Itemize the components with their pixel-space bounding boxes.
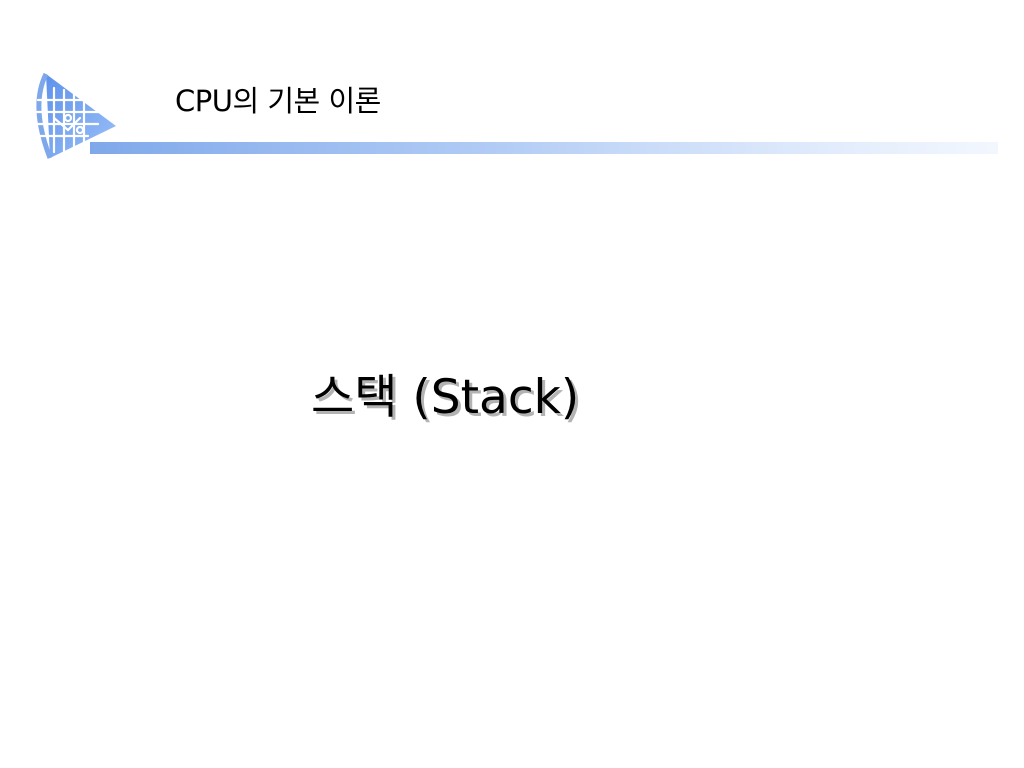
header-divider [90,139,998,154]
slide-heading: 스택 (Stack) [311,370,580,425]
main-title-area: 스택 (Stack) [0,358,1024,438]
page-title: CPU의 기본 이론 [175,84,381,118]
circuit-board-icon [24,66,120,162]
